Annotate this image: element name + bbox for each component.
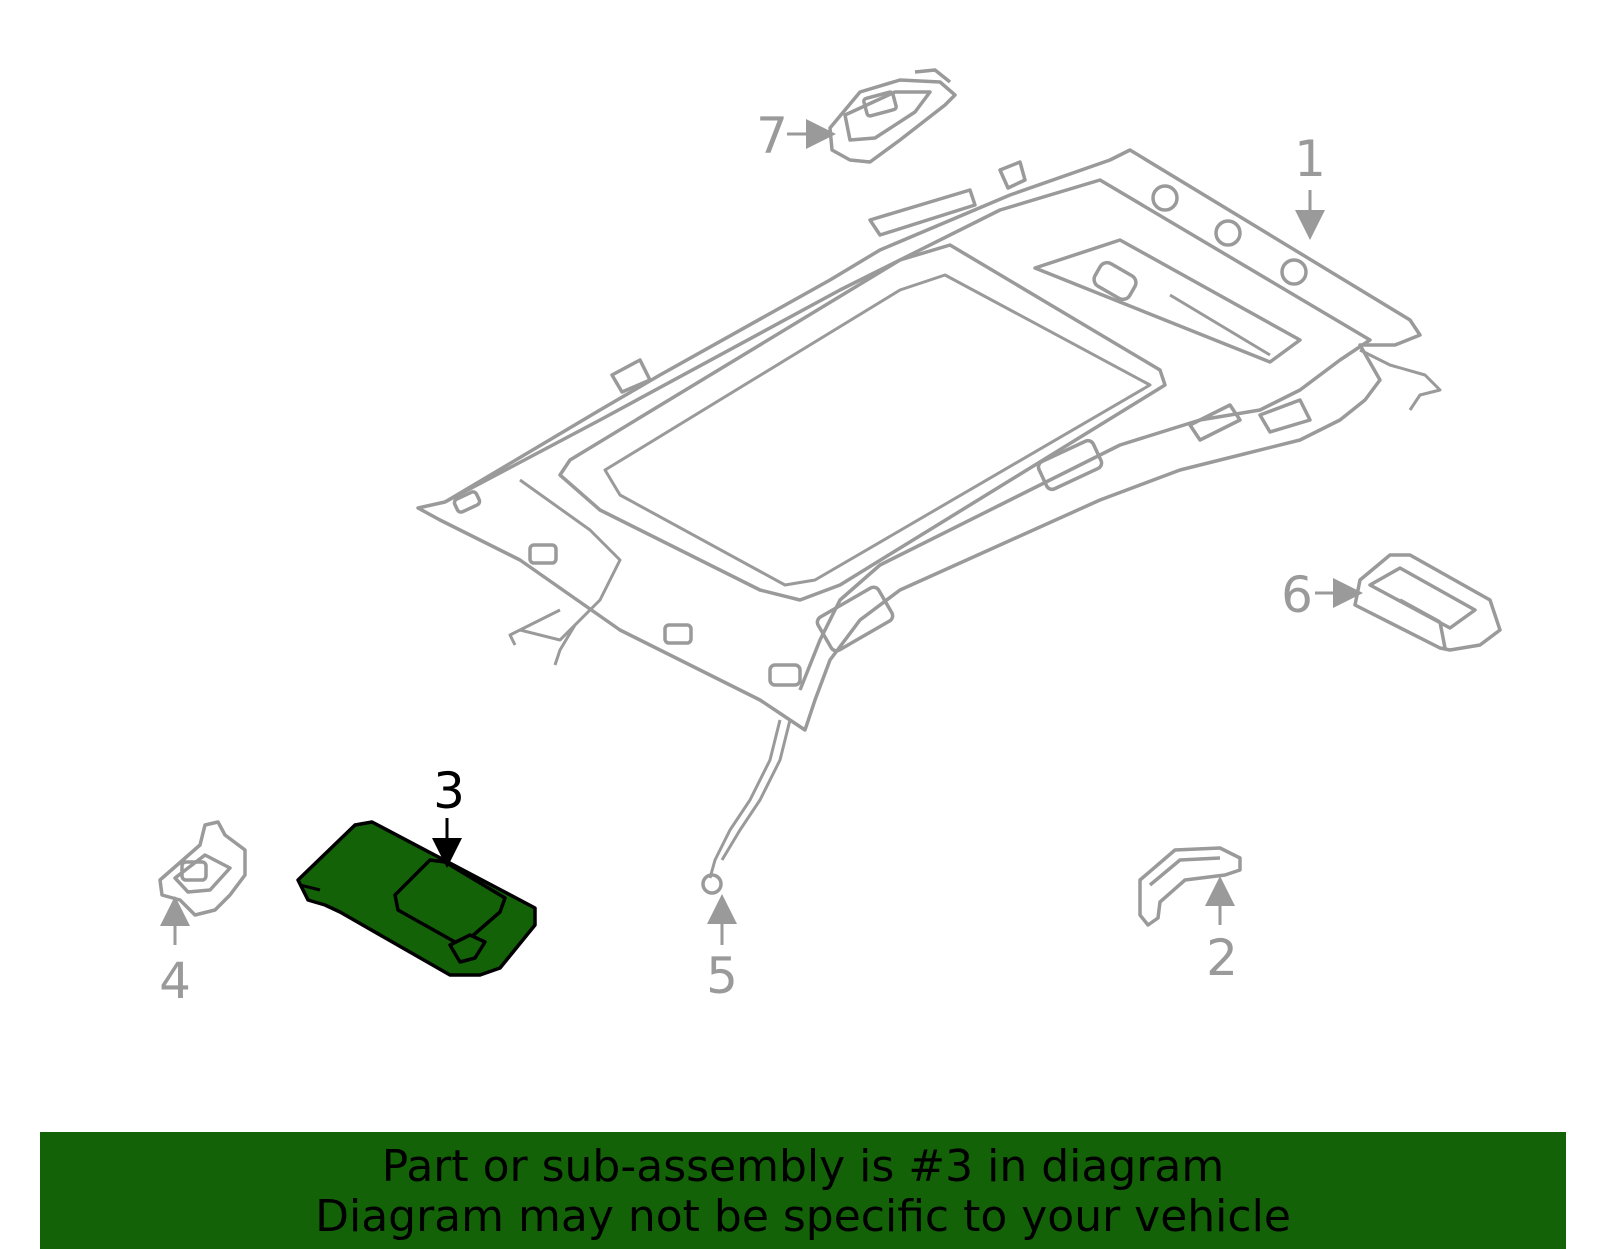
callout-6-label: 6 (1281, 566, 1313, 624)
callout-7: 7 (756, 107, 836, 165)
callout-1-label: 1 (1294, 130, 1326, 188)
callout-5: 5 (706, 894, 738, 1005)
callout-2-label: 2 (1206, 929, 1238, 987)
callout-1: 1 (1294, 130, 1326, 240)
part-6-map-lamp (1353, 553, 1502, 652)
callout-3: 3 (432, 762, 465, 868)
banner-line-1: Part or sub-assembly is #3 in diagram (381, 1141, 1225, 1192)
callout-7-label: 7 (756, 107, 788, 165)
parts-diagram: 1 7 6 2 5 4 3 (158, 68, 1502, 1010)
part-1-headliner (416, 148, 1442, 895)
callout-4-label: 4 (159, 952, 191, 1010)
banner-line-2: Diagram may not be specific to your vehi… (315, 1191, 1291, 1242)
callout-6: 6 (1281, 566, 1363, 624)
part-7-dome-lamp (828, 68, 957, 164)
part-3-sun-visor (296, 820, 537, 977)
info-banner: Part or sub-assembly is #3 in diagram Di… (40, 1132, 1566, 1249)
part-4-visor-holder (158, 820, 247, 917)
callout-4: 4 (159, 896, 191, 1010)
callout-5-label: 5 (706, 947, 738, 1005)
callout-3-label: 3 (433, 762, 465, 820)
callout-2: 2 (1205, 876, 1238, 987)
part-2-assist-grip (1138, 846, 1242, 927)
